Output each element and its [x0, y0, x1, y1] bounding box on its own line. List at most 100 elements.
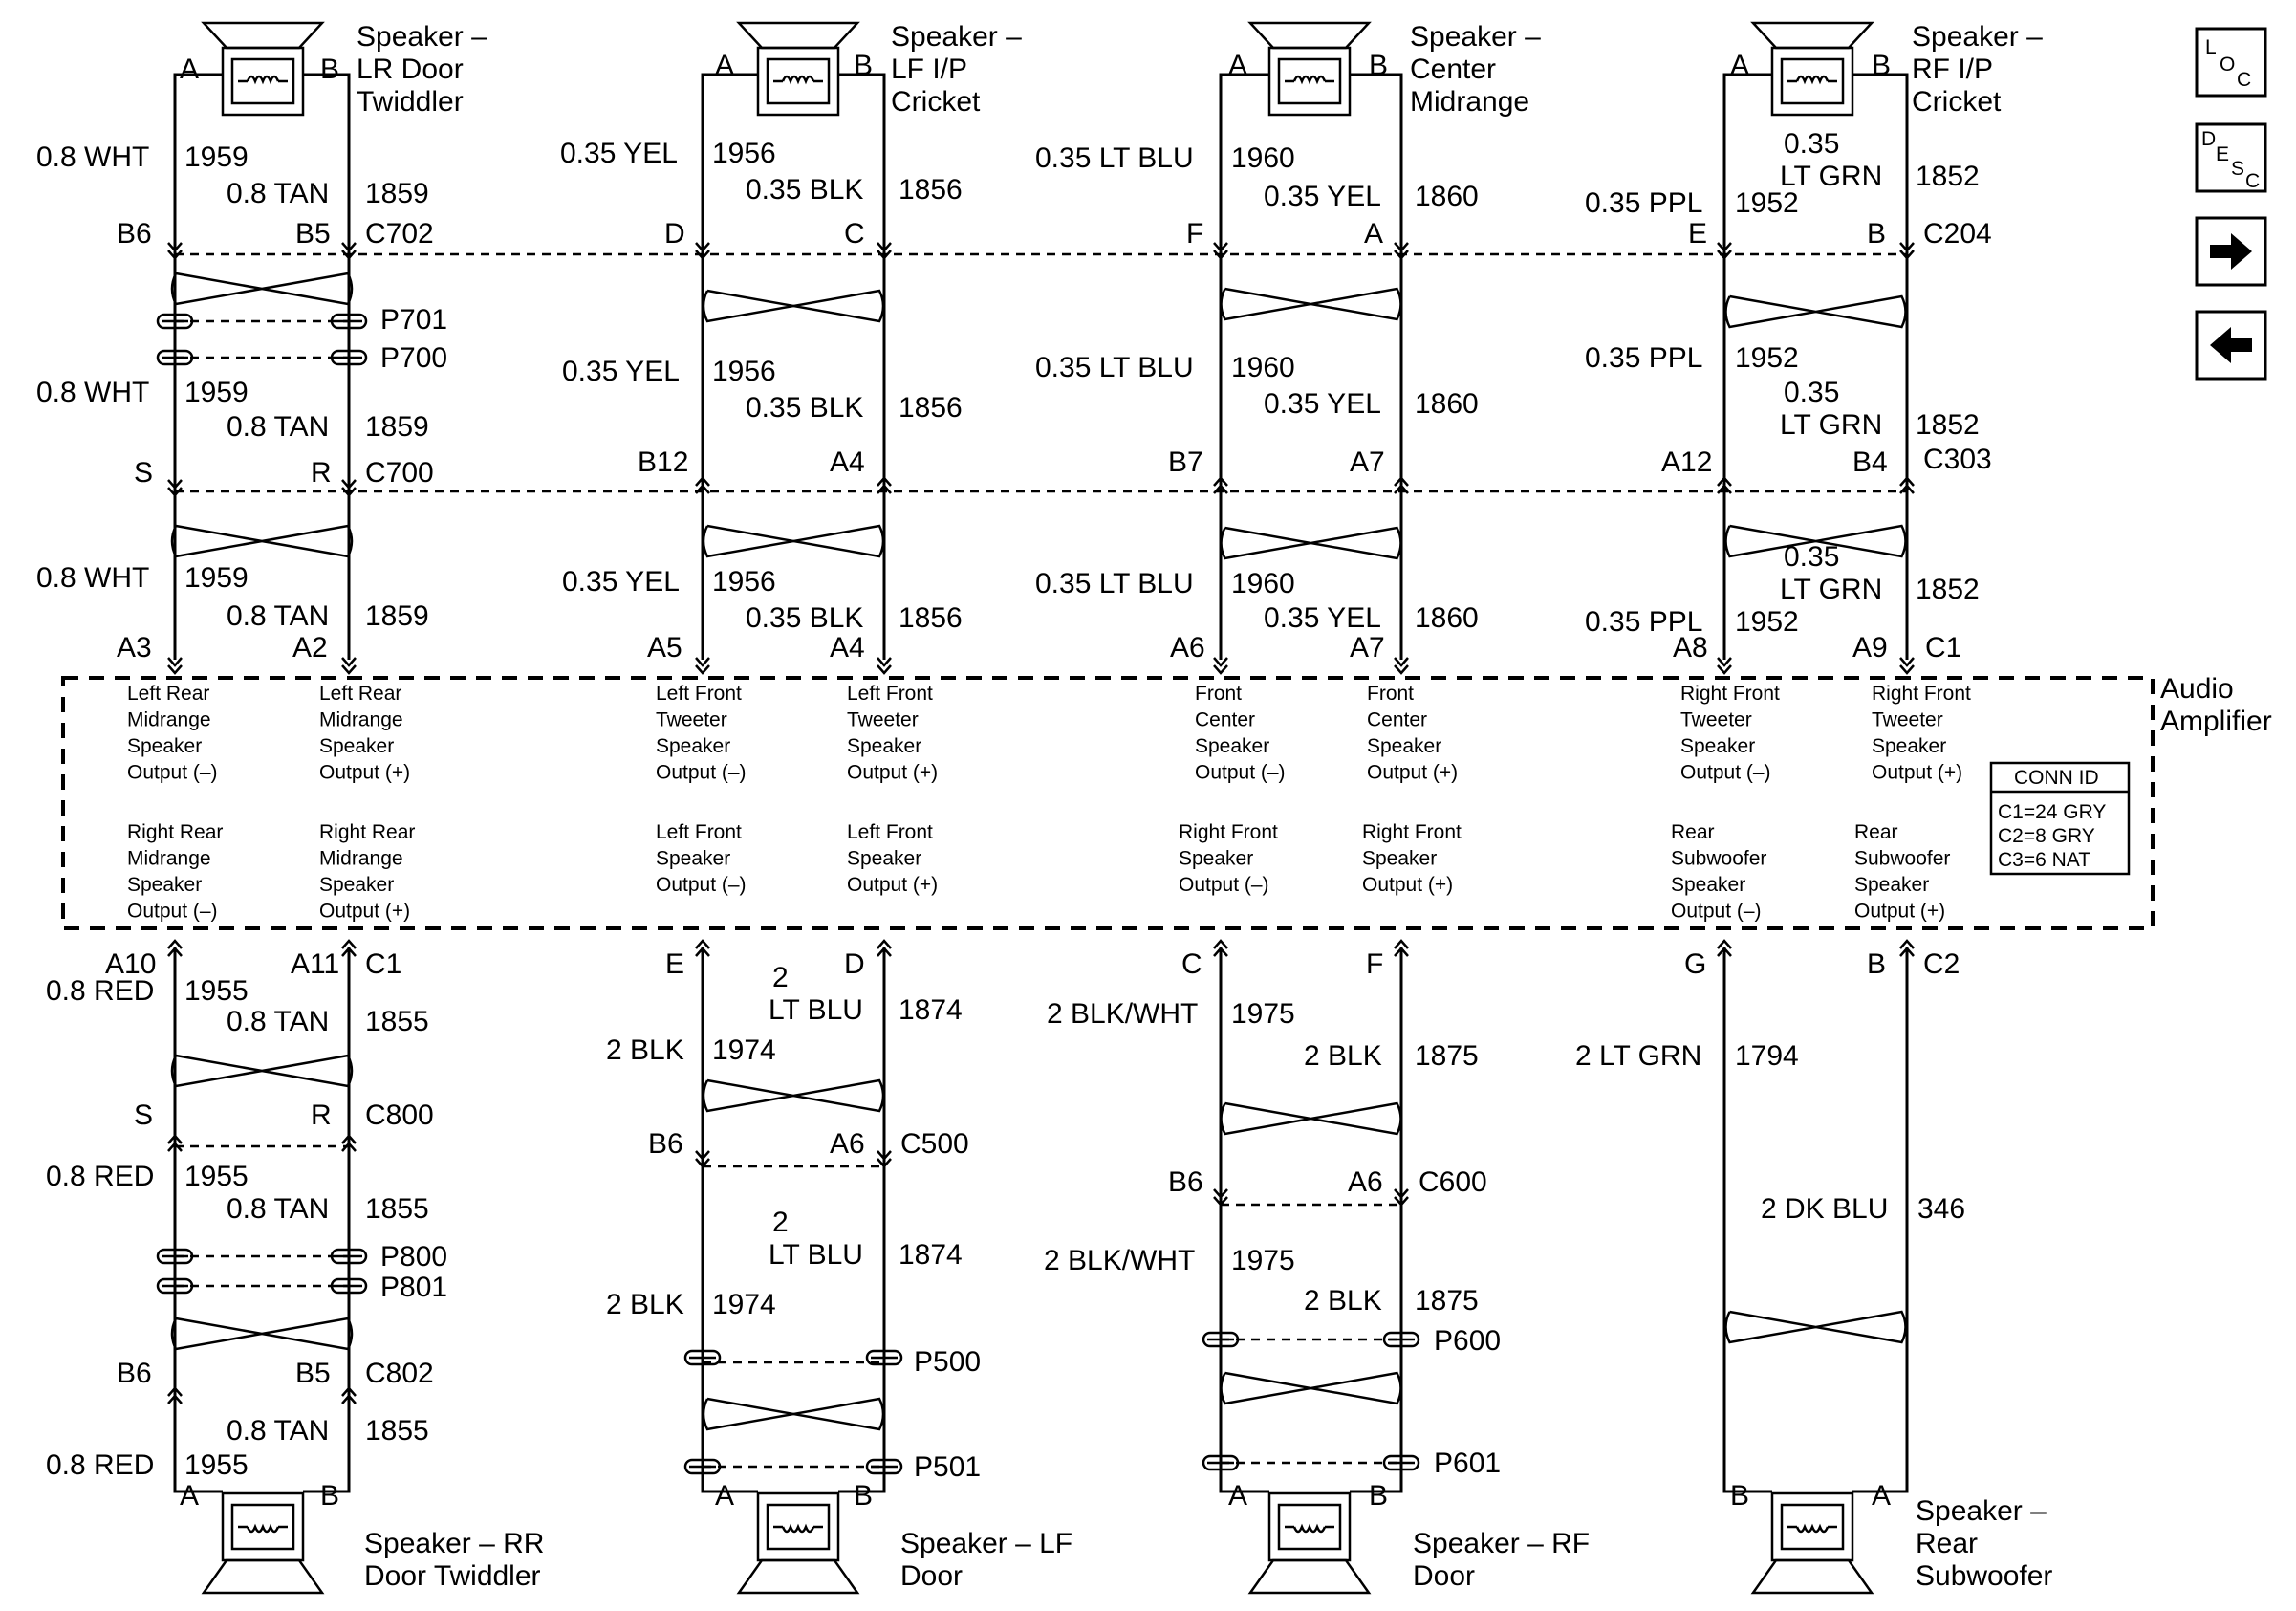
- svg-text:Speaker –: Speaker –: [891, 21, 1022, 53]
- svg-text:1956: 1956: [712, 356, 776, 387]
- svg-text:A12: A12: [1661, 446, 1712, 478]
- speaker-title: Speaker – RR Door Twiddler Speaker – LF …: [364, 1495, 2052, 1592]
- twisted-pair: [1220, 1371, 1402, 1405]
- twisted-pair: [1220, 526, 1402, 560]
- connector-chevrons: [167, 242, 1915, 1404]
- next-page-button[interactable]: [2195, 216, 2267, 287]
- connector-chevron: [167, 1134, 183, 1144]
- svg-text:A5: A5: [647, 632, 682, 664]
- svg-text:2 BLK: 2 BLK: [1304, 1285, 1382, 1317]
- svg-text:0.35 PPL: 0.35 PPL: [1585, 342, 1702, 374]
- connector-chevron: [1394, 242, 1409, 252]
- connector-chevron: [1213, 657, 1228, 667]
- svg-text:1960: 1960: [1231, 142, 1295, 174]
- svg-text:Speaker –: Speaker –: [1916, 1495, 2047, 1527]
- connector-chevron: [167, 1386, 183, 1397]
- connector-chevron: [877, 664, 892, 675]
- svg-text:1855: 1855: [365, 1006, 429, 1037]
- connector-chevron: [341, 657, 357, 667]
- svg-text:B: B: [1867, 218, 1886, 250]
- connector-chevron: [167, 487, 183, 497]
- twisted-pair: [702, 524, 885, 558]
- twisted-pair: [1724, 294, 1907, 329]
- previous-page-button[interactable]: [2195, 310, 2267, 381]
- svg-text:C1: C1: [1925, 632, 1961, 664]
- svg-text:Door: Door: [900, 1560, 963, 1592]
- svg-text:0.35 YEL: 0.35 YEL: [562, 356, 680, 387]
- amplifier-title: Amplifier: [2160, 706, 2272, 737]
- twisted-pair: [170, 524, 354, 558]
- svg-text:A: A: [1364, 218, 1383, 250]
- svg-text:LT BLU: LT BLU: [769, 1239, 863, 1271]
- connector-chevron: [167, 479, 183, 490]
- svg-text:1859: 1859: [365, 411, 429, 443]
- connector-chevron: [341, 487, 357, 497]
- svg-text:B6: B6: [648, 1128, 683, 1160]
- svg-text:1856: 1856: [899, 602, 963, 634]
- connector-chevron: [1717, 947, 1732, 957]
- svg-text:P601: P601: [1434, 1448, 1501, 1479]
- connector-chevron: [1394, 1196, 1409, 1207]
- speaker-title: Speaker – LR Door Twiddler Speaker – LF …: [357, 21, 2043, 118]
- svg-text:Center: Center: [1410, 54, 1496, 85]
- connector-chevron: [695, 947, 710, 957]
- desc-button[interactable]: D E S C: [2195, 122, 2267, 193]
- svg-text:1955: 1955: [184, 1161, 249, 1192]
- svg-text:1959: 1959: [184, 562, 249, 594]
- svg-text:1860: 1860: [1415, 388, 1479, 420]
- speaker-rf-door-icon: [1248, 1491, 1371, 1595]
- svg-text:A: A: [180, 1480, 199, 1512]
- connector-chevron: [695, 939, 710, 949]
- svg-text:C204: C204: [1923, 218, 1992, 250]
- svg-text:0.8 TAN: 0.8 TAN: [227, 1006, 329, 1037]
- speaker-pin-label: A B A B A B B A: [180, 1480, 1891, 1512]
- svg-text:A6: A6: [830, 1128, 865, 1160]
- twisted-pair: [702, 1078, 885, 1113]
- pin-label: B6 B5 S R A3 A2 D C B12 A4 A5 A4 F A B7 …: [105, 218, 1888, 1389]
- svg-text:0.35 YEL: 0.35 YEL: [560, 138, 678, 169]
- connector-chevron: [695, 476, 710, 487]
- svg-text:C500: C500: [900, 1128, 969, 1160]
- svg-text:A2: A2: [292, 632, 328, 664]
- svg-text:R: R: [311, 457, 332, 489]
- connector-chevron: [341, 947, 357, 957]
- svg-text:B: B: [1369, 1480, 1388, 1512]
- svg-text:1859: 1859: [365, 600, 429, 632]
- svg-text:Speaker – RF: Speaker – RF: [1413, 1528, 1590, 1559]
- svg-text:P800: P800: [380, 1241, 447, 1273]
- svg-text:C: C: [2237, 69, 2251, 91]
- svg-text:LR Door: LR Door: [357, 54, 464, 85]
- svg-text:B6: B6: [117, 218, 152, 250]
- connector-chevron: [1717, 476, 1732, 487]
- svg-text:C: C: [844, 218, 865, 250]
- svg-text:1855: 1855: [365, 1193, 429, 1225]
- svg-text:0.8 TAN: 0.8 TAN: [227, 1193, 329, 1225]
- svg-text:1955: 1955: [184, 1449, 249, 1481]
- svg-text:C702: C702: [365, 218, 434, 250]
- connector-chevron: [695, 250, 710, 260]
- svg-text:Speaker – RR: Speaker – RR: [364, 1528, 544, 1559]
- loc-button[interactable]: L O C: [2195, 27, 2267, 98]
- svg-text:1852: 1852: [1916, 574, 1980, 605]
- speaker-lr-door-twiddler-icon: [202, 21, 324, 117]
- svg-text:A6: A6: [1348, 1166, 1383, 1198]
- svg-text:C: C: [2245, 170, 2260, 192]
- connector-chevron: [1717, 939, 1732, 949]
- svg-text:0.35: 0.35: [1784, 541, 1839, 573]
- svg-text:B6: B6: [117, 1358, 152, 1389]
- svg-text:1860: 1860: [1415, 602, 1479, 634]
- connector-dash-lines: [175, 252, 1907, 1469]
- twisted-pair: [702, 1397, 885, 1431]
- connector-chevron: [341, 1394, 357, 1404]
- svg-text:346: 346: [1917, 1193, 1965, 1225]
- svg-text:2: 2: [772, 962, 789, 993]
- connector-chevron: [167, 947, 183, 957]
- svg-text:C2: C2: [1923, 948, 1960, 980]
- svg-text:Speaker –: Speaker –: [357, 21, 487, 53]
- svg-text:1794: 1794: [1735, 1040, 1799, 1072]
